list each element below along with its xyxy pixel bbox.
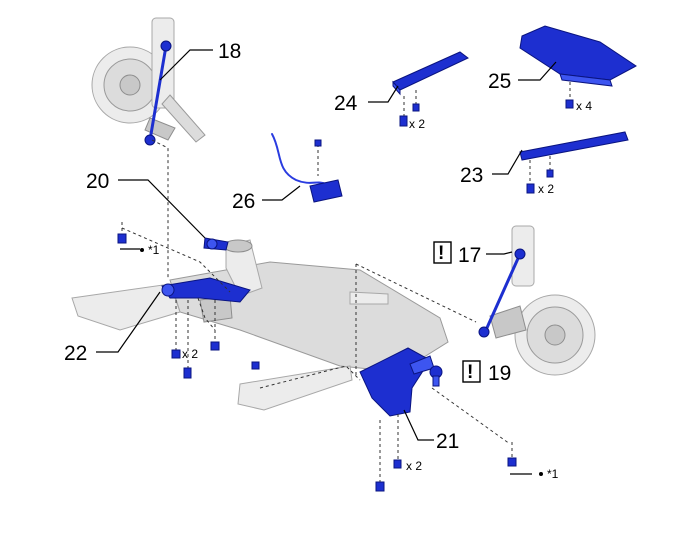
warning-icon-17: ! [438,243,444,264]
reference-note-left-text: *1 [148,243,160,257]
brace-23 [519,131,629,194]
callout-24: 24 [334,92,358,115]
warning-box-19: ! [462,360,481,383]
warning-icon-19: ! [467,362,473,383]
callout-20: 20 [86,170,109,193]
brace-24 [392,51,469,127]
leader-lines [96,49,557,475]
reference-note-right: *1 [539,467,559,481]
reference-note-left: *1 [140,243,160,257]
warning-box-17: ! [433,241,452,264]
callout-17: 17 [458,244,481,267]
callout-26: 26 [232,190,255,213]
callout-25: 25 [488,70,511,93]
lower-arm-22 [161,277,251,379]
qty-24: x 2 [409,117,425,131]
lower-arm-21 [359,347,435,492]
qty-25: x 4 [576,99,592,113]
qty-21: x 2 [406,459,422,473]
tie-rod-20 [203,237,229,251]
left-knuckle-assembly [91,17,206,143]
reference-note-right-text: *1 [547,467,559,481]
callout-22: 22 [64,342,87,365]
cover-25 [519,25,637,109]
stabilizer-link-17 [478,248,526,338]
right-knuckle-assembly [489,225,596,376]
qty-22: x 2 [182,347,198,361]
callout-18: 18 [218,40,241,63]
right-bolts [507,442,517,467]
callout-23: 23 [460,164,483,187]
qty-23: x 2 [538,182,554,196]
callout-19: 19 [488,362,511,385]
ball-joint-19 [429,365,443,387]
callout-21: 21 [436,430,459,453]
stabilizer-link-18 [144,40,172,146]
bracket-26 [271,133,343,203]
alignment-lines [121,139,511,445]
